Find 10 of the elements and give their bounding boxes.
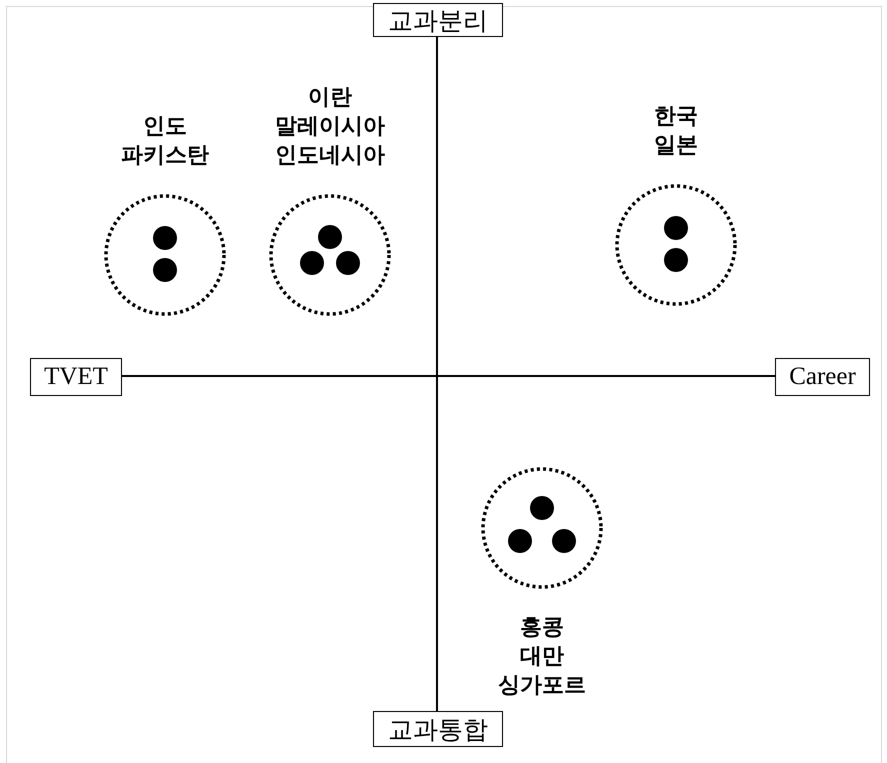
axis-label: TVET [30,358,122,396]
country-list: 한국 일본 [654,102,698,160]
axis-label: 교과통합 [373,711,503,747]
country-list: 인도 파키스탄 [121,112,209,170]
axis-label: 교과분리 [373,3,503,37]
axis-line [436,37,438,711]
country-list: 홍콩 대만 싱가포르 [498,613,586,700]
axis-label: Career [775,358,870,396]
country-list: 이란 말레이시아 인도네시아 [275,83,385,170]
axis-line [122,375,775,377]
